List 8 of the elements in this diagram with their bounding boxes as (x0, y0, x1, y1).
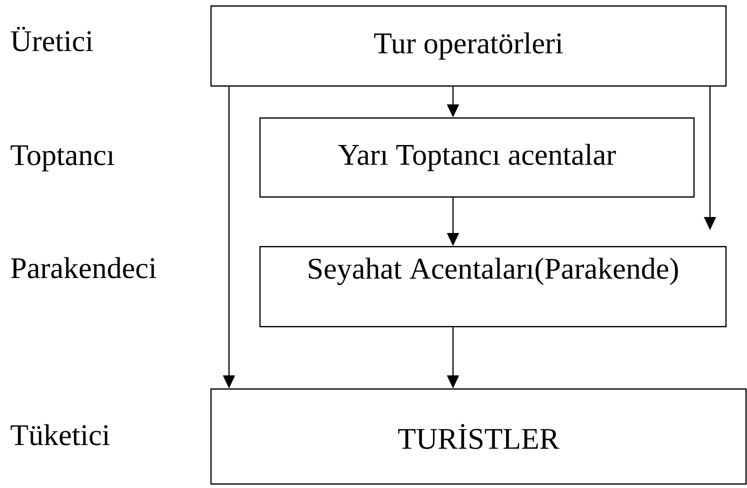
level-label: Tüketici (10, 424, 110, 446)
process-box: TURİSTLER (210, 388, 747, 485)
level-label: Parakendeci (11, 257, 156, 278)
process-box: Yarı Toptancı acentalar (259, 117, 695, 198)
level-label: Toptancı (10, 145, 114, 172)
process-box: Tur operatörleri (210, 5, 727, 87)
level-label: Üretici (10, 26, 93, 52)
process-box: Seyahat Acentaları(Parakende) (259, 246, 727, 328)
